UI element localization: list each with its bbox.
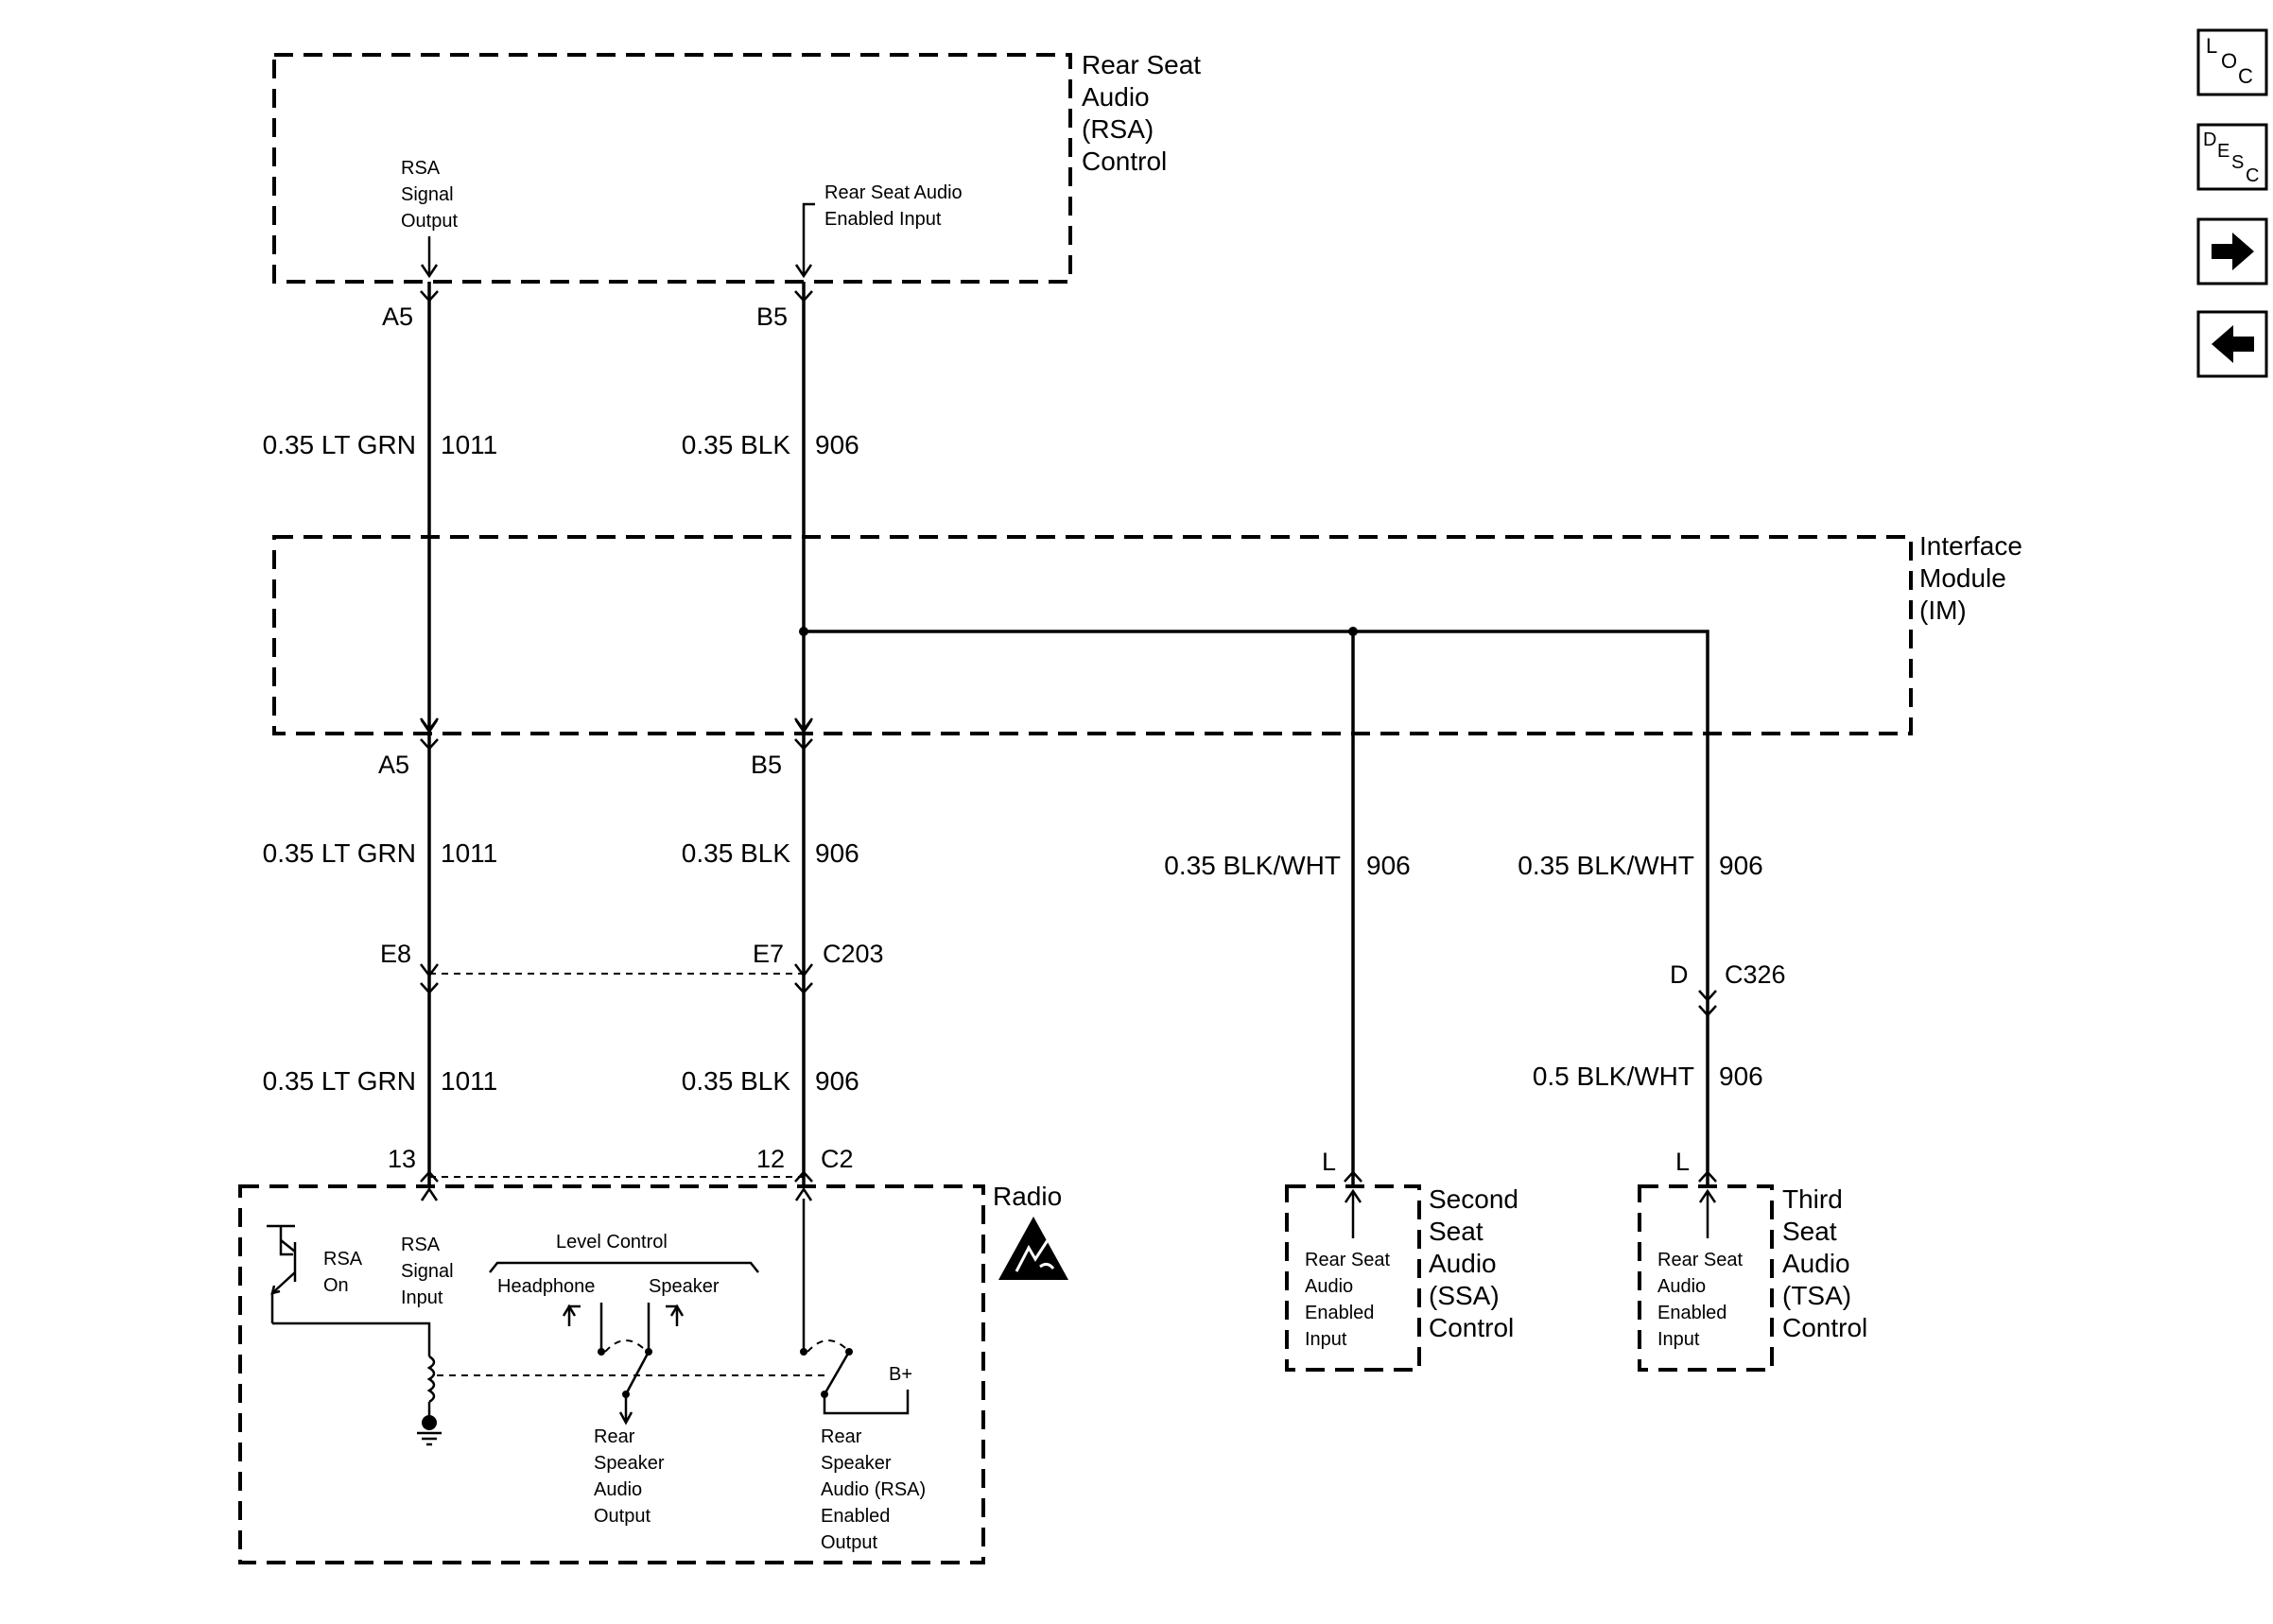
wire-label-circuit: 1011 — [441, 838, 497, 868]
connector-c2-label: C2 — [821, 1145, 854, 1173]
pin-radio-12: 12 — [756, 1145, 785, 1173]
rsa-on-transistor-icon — [267, 1224, 297, 1323]
level-control-switch-icon — [562, 1303, 685, 1425]
pin-c203-e7: E7 — [753, 940, 784, 968]
pin-rsa-b5: B5 — [756, 302, 788, 331]
pin-im-a5: A5 — [378, 751, 409, 779]
wire-label-circuit: 1011 — [441, 1066, 497, 1096]
wire-label-color: 0.35 BLK/WHT — [1518, 851, 1694, 880]
ssa-control-title: Second Seat Audio (SSA) Control — [1429, 1184, 1526, 1342]
rsa-enabled-switch-icon — [800, 1199, 910, 1415]
pin-c203-e8: E8 — [380, 940, 411, 968]
headphone-label: Headphone — [497, 1276, 595, 1297]
next-button[interactable] — [2196, 217, 2268, 285]
rsa-enabled-input-label: Rear Seat Audio Enabled Input — [824, 182, 967, 230]
connector-c203-label: C203 — [823, 940, 884, 968]
level-control-label: Level Control — [556, 1232, 668, 1253]
rsa-control-title: Rear Seat Audio (RSA) Control — [1082, 50, 1208, 176]
speaker-label: Speaker — [649, 1276, 720, 1297]
wire-label-color: 0.35 BLK — [682, 838, 791, 868]
connector-c326-label: C326 — [1725, 960, 1786, 989]
pin-ssa-l: L — [1322, 1148, 1336, 1176]
wire-label-circuit: 906 — [1719, 1062, 1763, 1091]
im-splice-bus — [799, 627, 1717, 1186]
pin-tsa-l: L — [1675, 1148, 1690, 1176]
pin-c326-d: D — [1670, 960, 1689, 989]
wire-label-circuit: 906 — [815, 1066, 859, 1096]
ssa-enabled-input-label: Rear Seat Audio Enabled Input — [1305, 1250, 1396, 1350]
svg-text:E: E — [2217, 141, 2230, 162]
svg-text:S: S — [2231, 152, 2244, 173]
location-button[interactable]: L O C — [2196, 28, 2268, 96]
tsa-control-box — [1638, 1184, 1774, 1372]
wire-label-color: 0.35 LT GRN — [263, 1066, 416, 1096]
ground-icon — [417, 1415, 442, 1446]
rear-speaker-audio-output-label: Rear Speaker Audio Output — [594, 1426, 669, 1527]
wire-label-circuit: 906 — [1366, 851, 1411, 880]
wire-label-circuit: 1011 — [441, 430, 497, 459]
rear-speaker-enabled-output-label: Rear Speaker Audio (RSA) Enabled Output — [821, 1426, 931, 1553]
previous-button[interactable] — [2196, 310, 2268, 378]
wire-label-color: 0.35 LT GRN — [263, 838, 416, 868]
tsa-enabled-input-label: Rear Seat Audio Enabled Input — [1657, 1250, 1748, 1350]
rsa-on-label: RSA On — [323, 1249, 367, 1296]
wire-label-color: 0.35 BLK — [682, 430, 791, 459]
esd-warning-icon — [998, 1217, 1068, 1280]
interface-module-title: Interface Module (IM) — [1919, 531, 2030, 625]
wire-label-color: 0.35 LT GRN — [263, 430, 416, 459]
pin-im-b5: B5 — [751, 751, 782, 779]
wire-label-circuit: 906 — [1719, 851, 1763, 880]
svg-text:L: L — [2206, 34, 2217, 58]
wire-label-color: 0.35 BLK — [682, 1066, 791, 1096]
rsa-signal-input-label: RSA Signal Input — [401, 1235, 459, 1308]
pin-rsa-a5: A5 — [382, 302, 413, 331]
interface-module-box — [272, 535, 1913, 735]
svg-text:C: C — [2238, 64, 2253, 88]
rsa-control-box — [272, 53, 1072, 284]
wire-label-circuit: 906 — [815, 430, 859, 459]
radio-title: Radio — [993, 1182, 1062, 1211]
description-button[interactable]: D E S C — [2196, 123, 2268, 191]
wire-label-circuit: 906 — [815, 838, 859, 868]
svg-text:D: D — [2203, 130, 2216, 150]
svg-text:C: C — [2246, 165, 2259, 186]
rsa-signal-output-label: RSA Signal Output — [401, 158, 459, 232]
b-plus-label: B+ — [889, 1364, 912, 1385]
relay-coil-icon — [272, 1322, 436, 1416]
wire-label-color: 0.5 BLK/WHT — [1533, 1062, 1694, 1091]
svg-text:O: O — [2221, 49, 2237, 73]
tsa-control-title: Third Seat Audio (TSA) Control — [1782, 1184, 1867, 1342]
pin-radio-13: 13 — [388, 1145, 416, 1173]
right-arrow-icon — [2212, 233, 2254, 270]
left-arrow-icon — [2212, 325, 2254, 363]
wire-label-color: 0.35 BLK/WHT — [1164, 851, 1341, 880]
